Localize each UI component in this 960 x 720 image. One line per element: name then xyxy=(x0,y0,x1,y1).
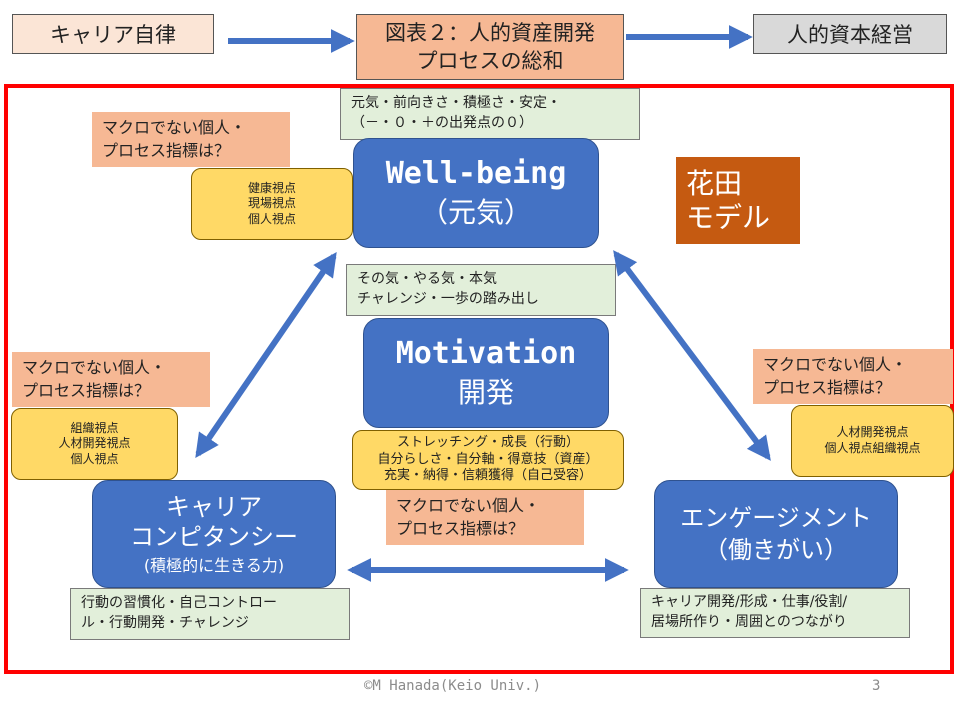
arrow-wellbeing-career xyxy=(195,252,337,458)
header-human-capital: 人的資本経営 xyxy=(753,14,947,54)
header-process-total: 図表２：人的資産開発 プロセスの総和 xyxy=(356,14,624,80)
wellbeing-subtitle: （元気） xyxy=(419,195,532,229)
hanada-model-label: 花田 モデル xyxy=(676,157,800,244)
wellbeing-node: Well-being （元気） xyxy=(353,138,599,248)
career-competency-node: キャリア コンピタンシー (積極的に生きる力) xyxy=(92,480,336,588)
career-title: キャリア コンピタンシー xyxy=(130,493,298,551)
career-viewpoints: 組織視点 人材開発視点 個人視点 xyxy=(11,408,178,480)
career-note: 行動の習慣化・自己コントロー ル・行動開発・チャレンジ xyxy=(70,588,350,640)
motivation-note: その気・やる気・本気 チャレンジ・一歩の踏み出し xyxy=(346,264,616,316)
engagement-node: エンゲージメント （働きがい） xyxy=(654,480,898,588)
page-number: 3 xyxy=(872,678,881,694)
motivation-subtitle: 開発 xyxy=(457,375,514,409)
macro-note-top: マクロでない個人・ プロセス指標は？ xyxy=(92,112,290,167)
header-career-autonomy: キャリア自律 xyxy=(12,14,214,54)
arrow-wellbeing-engagement xyxy=(613,250,771,461)
wellbeing-viewpoints: 健康視点 現場視点 個人視点 xyxy=(191,168,353,240)
motivation-title: Motivation xyxy=(395,335,577,371)
macro-note-right: マクロでない個人・ プロセス指標は？ xyxy=(753,349,953,404)
career-subtitle: (積極的に生きる力) xyxy=(143,556,285,575)
motivation-items: ストレッチング・成長（行動） 自分らしさ・自分軸・得意技（資産） 充実・納得・信… xyxy=(352,430,624,490)
wellbeing-title: Well-being xyxy=(385,155,567,191)
engagement-note: キャリア開発/形成・仕事/役割/ 居場所作り・周囲とのつながり xyxy=(640,588,910,638)
footer-credit: ©M Hanada(Keio Univ.) xyxy=(364,678,542,694)
engagement-viewpoints: 人材開発視点 個人視点組織視点 xyxy=(791,405,954,477)
motivation-node: Motivation 開発 xyxy=(363,318,609,428)
macro-note-left: マクロでない個人・ プロセス指標は？ xyxy=(12,352,210,407)
macro-note-center: マクロでない個人・ プロセス指標は？ xyxy=(386,490,584,545)
